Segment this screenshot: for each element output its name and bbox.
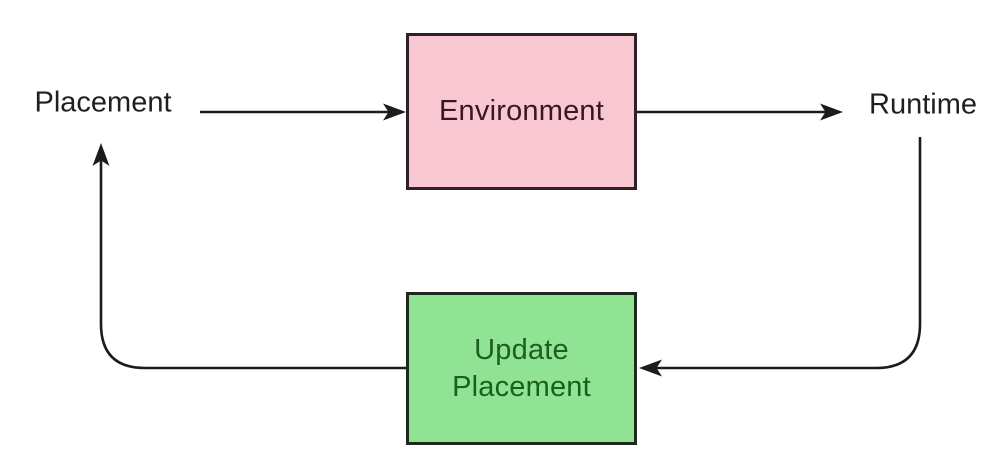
environment-node-label: Environment [439,95,604,127]
edge-environment-to-runtime [637,103,843,121]
arrowhead-right-icon [820,103,843,121]
runtime-label: Runtime [869,88,977,121]
update-placement-node-label-line2: Placement [452,370,591,403]
arrowhead-up-icon [92,143,110,166]
edge-update-placement-to-placement [92,143,406,370]
environment-node: Environment [406,33,637,190]
placement-label: Placement [34,86,172,119]
arrowhead-right-icon [383,103,406,121]
update-placement-node-label-line1: Update [474,333,569,366]
edge-runtime-to-update-placement [639,137,922,377]
arrowhead-left-icon [639,359,662,377]
edge-placement-to-environment [200,103,406,121]
update-placement-node: Update Placement [406,292,637,445]
